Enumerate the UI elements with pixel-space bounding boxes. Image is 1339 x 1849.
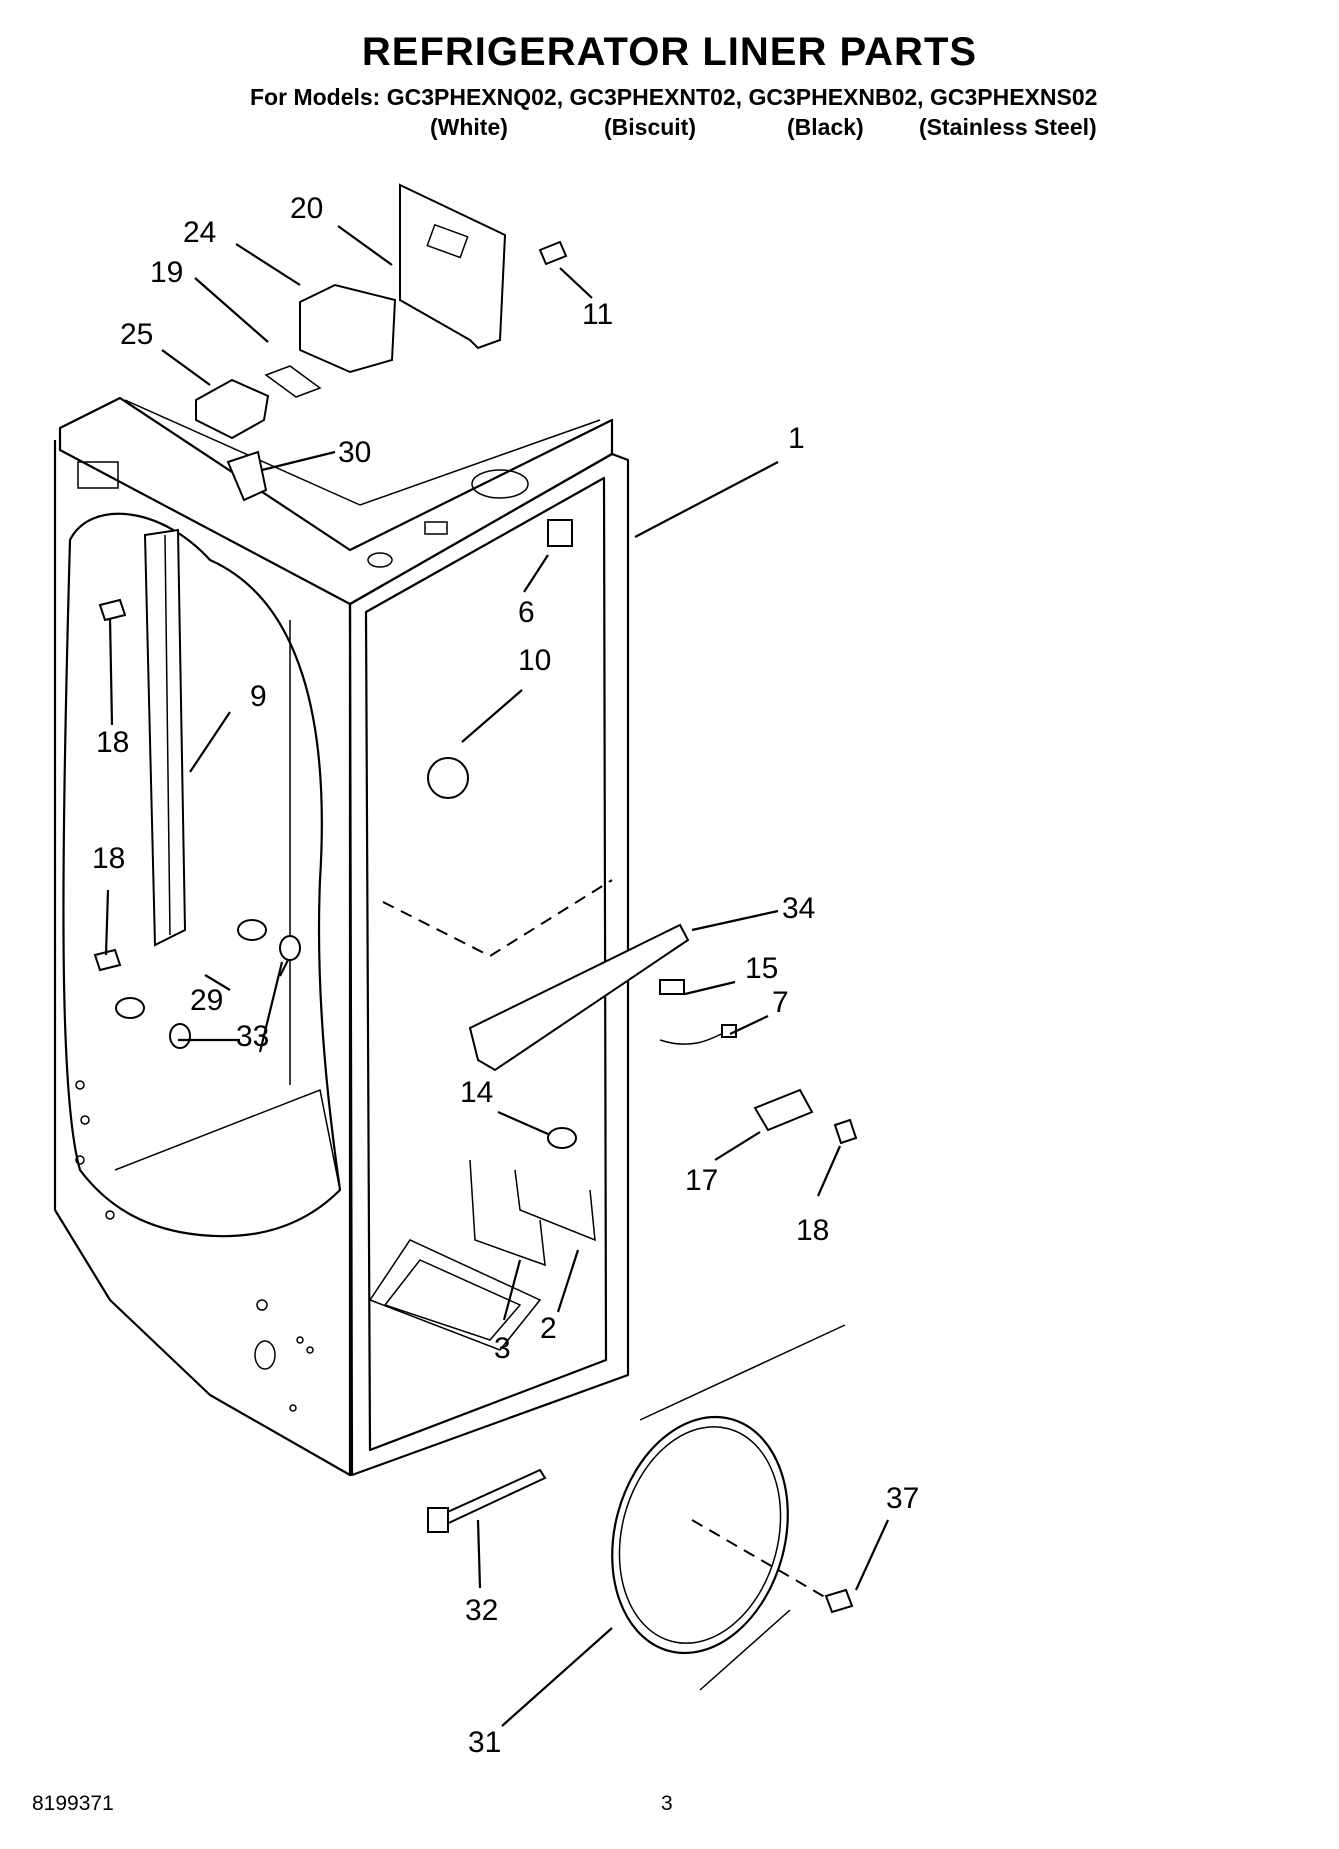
callout-19: 19 [150,256,183,289]
callout-3: 3 [494,1332,511,1365]
callout-25: 25 [120,318,153,351]
callout-10: 10 [518,644,551,677]
housing-20 [399,183,507,350]
callout-30: 30 [338,436,371,469]
callout-33: 33 [236,1020,269,1053]
color-biscuit: (Biscuit) [604,114,696,140]
color-white: (White) [430,114,508,140]
switch-25 [195,378,270,440]
page-number: 3 [661,1792,673,1815]
callout-9: 9 [250,680,267,713]
callout-18-upper: 18 [96,726,129,759]
callout-17: 17 [685,1164,718,1197]
models-line: For Models: GC3PHEXNQ02, GC3PHEXNT02, GC… [250,84,1098,110]
callout-6: 6 [518,596,535,629]
shelf-ladder [143,528,187,947]
cover-34 [468,923,690,1072]
screw-11 [538,240,568,266]
color-stainless-steel: (Stainless Steel) [919,114,1097,140]
callout-7: 7 [772,986,789,1019]
part-6 [547,519,573,547]
liner-body [53,396,630,1477]
callout-37: 37 [886,1482,919,1515]
callout-29: 29 [190,984,223,1017]
callout-18-right: 18 [796,1214,829,1247]
doc-number: 8199371 [32,1792,114,1815]
callout-1: 1 [788,422,805,455]
screw-37 [824,1588,854,1614]
clip-30 [226,450,268,502]
callout-24: 24 [183,216,216,249]
callout-18-lower: 18 [92,842,125,875]
callout-15: 15 [745,952,778,985]
callout-31: 31 [468,1726,501,1759]
callout-14: 14 [460,1076,493,1109]
tube-31 [611,1415,789,1655]
part-15 [659,979,685,995]
callout-34: 34 [782,892,815,925]
leader-lines [104,225,890,1727]
page-title: REFRIGERATOR LINER PARTS [361,30,978,74]
box-24 [299,283,397,374]
module-17 [753,1088,814,1132]
part-10 [427,757,469,799]
callout-labels: 20 24 19 25 11 30 1 6 10 9 18 18 34 15 7… [92,192,919,1759]
bracket-3 [469,1159,546,1267]
part-14 [547,1127,577,1149]
callout-2: 2 [540,1312,557,1345]
color-black: (Black) [787,114,864,140]
callout-11: 11 [582,298,613,331]
callout-20: 20 [290,192,323,225]
bracket-2 [514,1169,596,1242]
callout-32: 32 [465,1594,498,1627]
